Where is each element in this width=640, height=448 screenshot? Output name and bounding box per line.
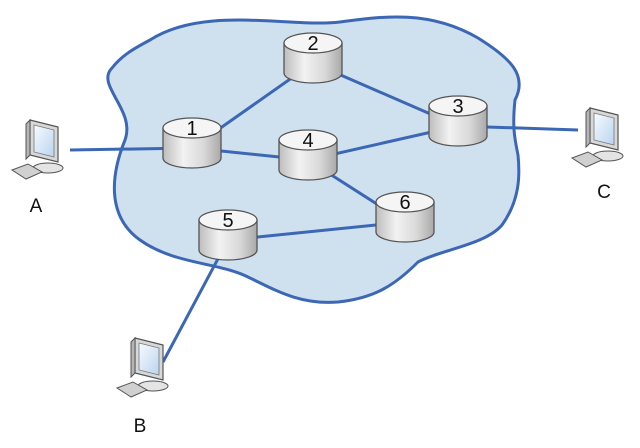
routers-layer: 1 2 3 4 5 6: [162, 32, 488, 261]
hosts-layer: A B C: [10, 106, 624, 437]
host-label: C: [597, 182, 611, 203]
router-2: 2: [283, 32, 343, 84]
router-label: 4: [302, 130, 313, 152]
router-label: 5: [222, 210, 233, 232]
desktop-computer-icon: [115, 336, 169, 398]
router-1: 1: [162, 117, 222, 169]
router-cylinder-icon: [375, 191, 435, 243]
router-cylinder-icon: [428, 95, 488, 147]
host-label: B: [134, 416, 147, 437]
host-C: C: [570, 106, 624, 203]
router-cylinder-icon: [283, 32, 343, 84]
router-label: 1: [186, 118, 197, 140]
router-6: 6: [375, 191, 435, 243]
link-B-5: [161, 239, 230, 363]
router-4: 4: [278, 129, 338, 181]
router-cylinder-icon: [278, 129, 338, 181]
host-A: A: [10, 118, 64, 217]
host-label: A: [30, 196, 43, 217]
router-5: 5: [198, 209, 258, 261]
router-label: 2: [307, 33, 318, 55]
router-cylinder-icon: [162, 117, 222, 169]
host-B: B: [115, 336, 169, 437]
router-cylinder-icon: [198, 209, 258, 261]
desktop-computer-icon: [10, 118, 64, 180]
router-3: 3: [428, 95, 488, 147]
desktop-computer-icon: [570, 106, 624, 168]
router-label: 6: [399, 192, 410, 214]
router-label: 3: [452, 96, 463, 118]
